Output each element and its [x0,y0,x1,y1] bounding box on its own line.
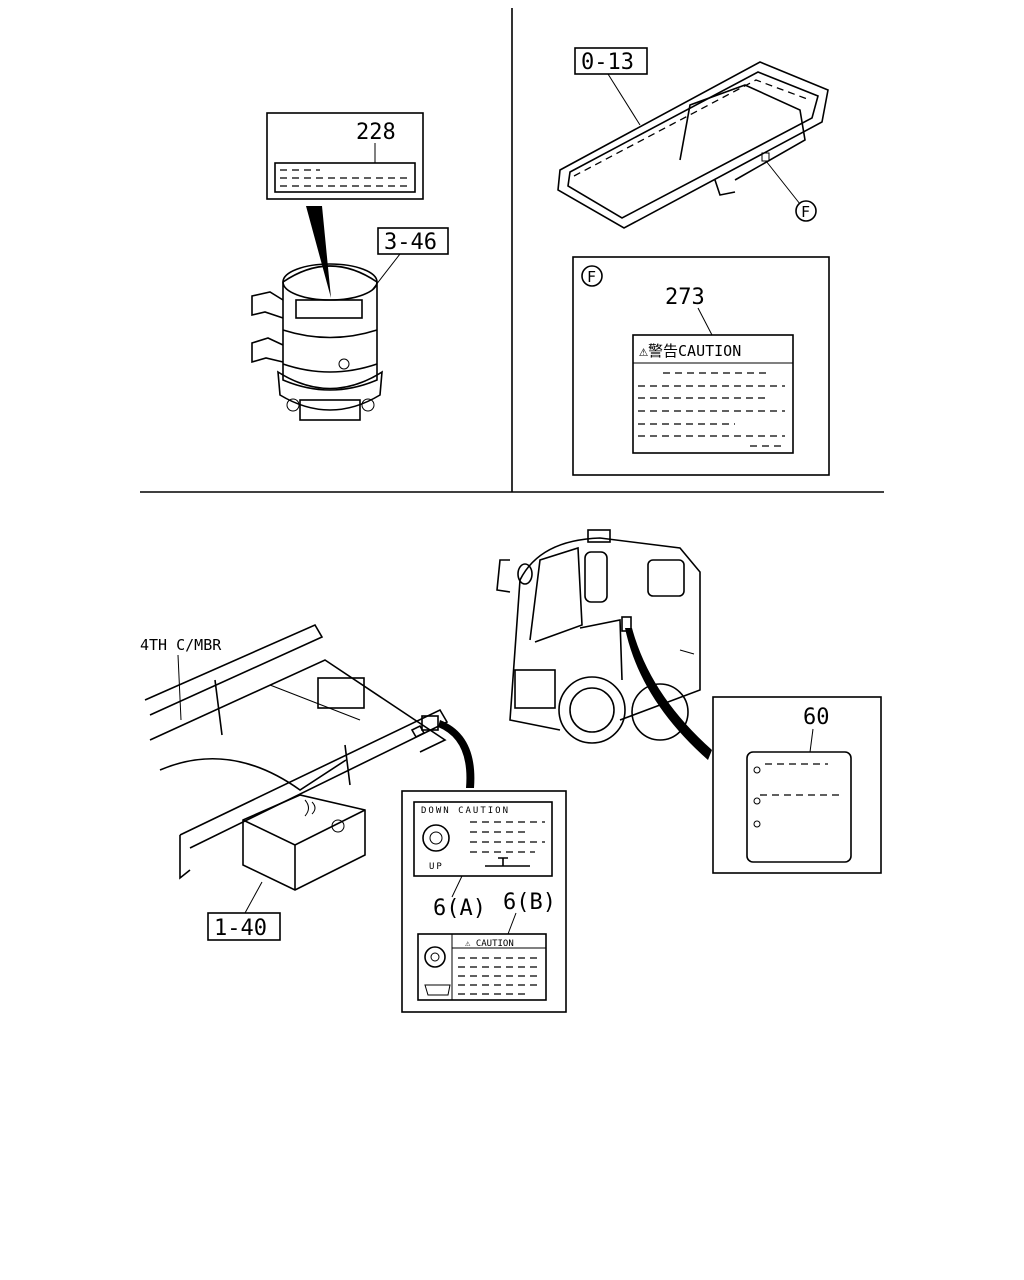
svg-text:F: F [801,203,810,221]
callout-f-detail: F [587,268,596,286]
part-0-13-label: 0-13 [581,50,634,75]
fuel-tank [242,794,366,891]
callout-f-small: F [795,200,817,222]
part-60-label: 60 [803,705,830,730]
part-1-40-callout: 1-40 [207,881,281,941]
chassis-frame [144,623,449,880]
member-4th-label: 4TH C/MBR [140,636,222,654]
part-3-46-callout: 3-46 [371,227,449,291]
cylinder-part [251,263,383,421]
label-6-detail: DOWN CAUTION UP 6(A) 6(B) ⚠ CAUTION [401,790,567,1013]
caution-6b-text: ⚠ CAUTION [465,939,514,949]
oil-pan [557,61,829,229]
leader-228 [306,206,331,298]
part-1-40-label: 1-40 [214,916,267,941]
part-6b-label: 6(B) [503,890,556,915]
leader-6 [438,720,475,788]
up-text: UP [429,862,444,872]
part-6a-label: 6(A) [433,896,486,921]
caution-273-text: ⚠警告CAUTION [639,342,741,360]
part-0-13-callout: 0-13 [574,47,648,126]
label-273-detail: F 273 ⚠警告CAUTION [572,256,830,476]
leader-60 [625,628,712,760]
part-3-46-label: 3-46 [384,230,437,255]
part-273-label: 273 [665,285,705,310]
truck-cab [496,529,701,744]
part-228-label: 228 [356,120,396,145]
label-228-detail: 228 [266,112,424,200]
down-caution-text: DOWN CAUTION [421,806,510,816]
label-60-detail: 60 [712,696,882,874]
